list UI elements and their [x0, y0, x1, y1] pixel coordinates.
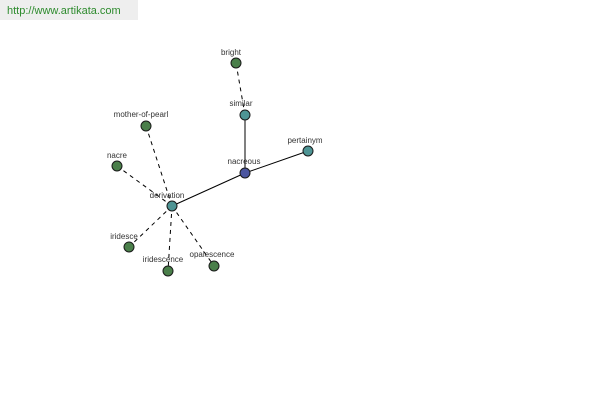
- node-label-iridesce[interactable]: iridesce: [110, 232, 138, 241]
- node-iridescence[interactable]: [162, 265, 174, 277]
- node-label-bright[interactable]: bright: [221, 48, 242, 57]
- node-label-mother-of-pearl[interactable]: mother-of-pearl: [114, 110, 169, 119]
- node-label-pertainym[interactable]: pertainym: [287, 136, 322, 145]
- edge-similar-to-bright: [235, 62, 246, 116]
- edge-nacreous-to-pertainym: [244, 150, 309, 174]
- edge-derivation-to-iridesce: [128, 205, 173, 248]
- node-nacre[interactable]: [111, 160, 123, 172]
- node-label-derivation[interactable]: derivation: [150, 191, 185, 200]
- node-label-opalescence[interactable]: opalescence: [190, 250, 235, 259]
- node-label-iridescence[interactable]: iridescence: [143, 255, 184, 264]
- url-banner: http://www.artikata.com: [0, 0, 138, 20]
- nodes-layer: [111, 57, 314, 277]
- node-label-similar[interactable]: similar: [229, 99, 252, 108]
- node-bright[interactable]: [230, 57, 242, 69]
- edge-derivation-to-mother-of-pearl: [145, 125, 173, 207]
- edge-nacreous-to-derivation: [171, 172, 246, 207]
- node-pertainym[interactable]: [302, 145, 314, 157]
- node-opalescence[interactable]: [208, 260, 220, 272]
- edges-layer: [116, 62, 309, 272]
- edge-derivation-to-iridescence: [167, 205, 173, 272]
- node-similar[interactable]: [239, 109, 251, 121]
- node-derivation[interactable]: [166, 200, 178, 212]
- node-label-nacreous[interactable]: nacreous: [228, 157, 261, 166]
- node-label-nacre[interactable]: nacre: [107, 151, 128, 160]
- edge-derivation-to-nacre: [116, 165, 173, 207]
- site-url-link[interactable]: http://www.artikata.com: [7, 5, 121, 17]
- labels-layer: bright similar mother-of-pearl pertainym nac…: [107, 48, 323, 264]
- node-iridesce[interactable]: [123, 241, 135, 253]
- node-mother-of-pearl[interactable]: [140, 120, 152, 132]
- node-nacreous[interactable]: [239, 167, 251, 179]
